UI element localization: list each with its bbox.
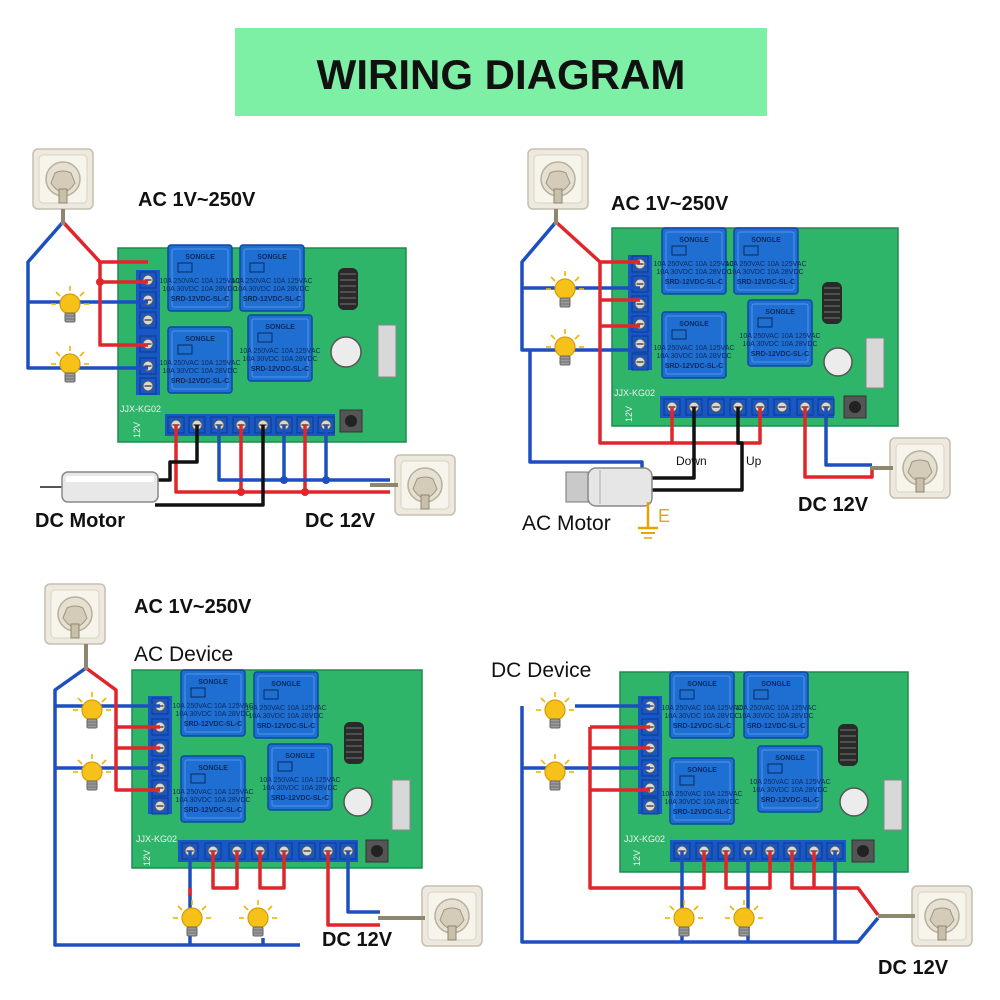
relay-icon bbox=[171, 755, 255, 823]
relay-icon bbox=[724, 227, 808, 295]
down-label: Down bbox=[676, 454, 707, 468]
power-label: AC 1V~250V bbox=[611, 193, 729, 215]
relay-icon bbox=[652, 227, 736, 295]
wall-socket-icon bbox=[32, 148, 94, 210]
relay-icon bbox=[652, 311, 736, 379]
antenna-coil bbox=[821, 281, 843, 325]
wall-socket-icon bbox=[394, 454, 456, 516]
light-bulb-icon bbox=[238, 899, 278, 937]
wall-socket-icon bbox=[889, 437, 951, 499]
relay-icon bbox=[660, 671, 744, 739]
board-voltage: 12V bbox=[142, 850, 152, 866]
light-bulb-icon bbox=[724, 899, 764, 937]
light-bulb-icon bbox=[535, 691, 575, 729]
device-label: DC Motor bbox=[35, 510, 125, 532]
antenna-coil bbox=[343, 721, 365, 765]
diagram-top-right: JJX-KG02 12V bbox=[520, 148, 951, 539]
wall-socket-icon bbox=[421, 885, 483, 947]
light-bulb-icon bbox=[72, 753, 112, 791]
relay-icon bbox=[158, 244, 242, 312]
up-label: Up bbox=[746, 454, 762, 468]
light-bulb-icon bbox=[72, 691, 112, 729]
light-bulb-icon bbox=[535, 753, 575, 791]
light-bulb-icon bbox=[172, 899, 212, 937]
relay-icon bbox=[660, 757, 744, 825]
relay-icon bbox=[171, 669, 255, 737]
light-bulb-icon bbox=[664, 899, 704, 937]
supply-label: DC 12V bbox=[798, 494, 869, 516]
supply-label: DC 12V bbox=[322, 929, 393, 951]
board-model: JJX-KG02 bbox=[624, 834, 665, 844]
board-voltage: 12V bbox=[132, 422, 142, 438]
relay-icon bbox=[238, 314, 322, 382]
power-label: AC 1V~250V bbox=[134, 596, 252, 618]
supply-label: DC 12V bbox=[878, 957, 949, 979]
board-model: JJX-KG02 bbox=[614, 388, 655, 398]
antenna-coil bbox=[837, 723, 859, 767]
relay-icon bbox=[748, 745, 832, 813]
relay-icon bbox=[258, 743, 342, 811]
light-bulb-icon bbox=[50, 345, 90, 383]
relay-icon bbox=[738, 299, 822, 367]
ground-icon bbox=[638, 502, 658, 539]
device-label: AC Motor bbox=[522, 512, 611, 535]
device-label: DC Device bbox=[491, 659, 591, 682]
board-voltage: 12V bbox=[624, 406, 634, 422]
light-bulb-icon bbox=[545, 328, 585, 366]
ground-label: E bbox=[658, 506, 670, 526]
relay-icon bbox=[244, 671, 328, 739]
antenna-coil bbox=[337, 267, 359, 311]
light-bulb-icon bbox=[50, 285, 90, 323]
capacitor bbox=[330, 336, 362, 368]
power-label: AC 1V~250V bbox=[138, 189, 256, 211]
relay-icon bbox=[734, 671, 818, 739]
wall-socket-icon bbox=[911, 885, 973, 947]
relay-icon bbox=[158, 326, 242, 394]
diagram-top-left: JJX-KG02 12V bbox=[26, 148, 456, 532]
title-banner bbox=[235, 28, 767, 116]
supply-label: DC 12V bbox=[305, 510, 376, 532]
board-voltage: 12V bbox=[632, 850, 642, 866]
terminal-block-left bbox=[136, 270, 160, 395]
wall-socket-icon bbox=[527, 148, 589, 210]
diagram-bottom-right: JJX-KG02 12V DC Device bbox=[491, 659, 973, 979]
dc-motor-icon bbox=[40, 471, 159, 503]
device-label: AC Device bbox=[134, 643, 233, 666]
board-model: JJX-KG02 bbox=[120, 404, 161, 414]
board-model: JJX-KG02 bbox=[136, 834, 177, 844]
wall-socket-icon bbox=[44, 583, 106, 645]
relay-icon bbox=[230, 244, 314, 312]
crystal bbox=[377, 324, 397, 378]
page-title: WIRING DIAGRAM bbox=[317, 51, 686, 98]
ac-motor-icon bbox=[565, 467, 653, 507]
diagram-bottom-left: JJX-KG02 12V bbox=[44, 583, 483, 951]
